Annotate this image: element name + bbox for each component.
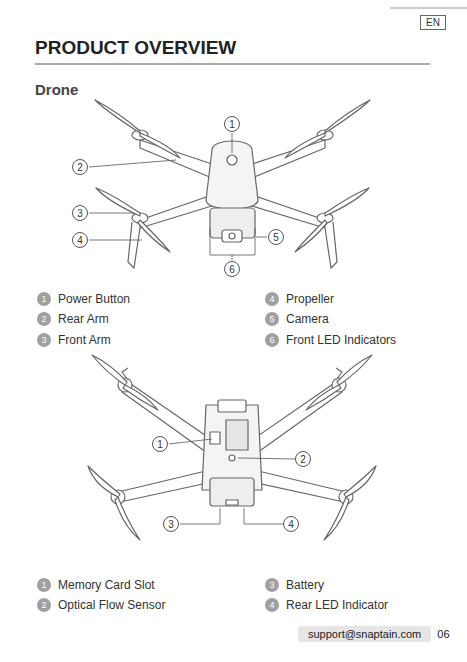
node-text: 1 [41,294,46,304]
list-bullet: 3 [37,333,51,347]
callout-number: 1 [224,116,240,132]
node-text: 6 [269,335,274,345]
section-heading: Drone [35,81,78,98]
node-text: 4 [269,294,274,304]
callout-number: 5 [268,229,284,245]
node-text: 2 [77,162,83,173]
list-bullet: 4 [265,598,279,612]
callout-number: 2 [295,451,311,467]
node-text: 3 [41,335,46,345]
node-text: EN [426,17,440,28]
part-name: Front Arm [58,333,111,347]
callout-number: 4 [283,516,299,532]
list-bullet: 2 [37,598,51,612]
list-bullet: 1 [37,578,51,592]
callout-number: 6 [224,261,240,277]
callout-number: 3 [163,516,179,532]
callout-number: 1 [152,436,168,452]
part-name: Power Button [58,292,130,306]
node-text: 5 [269,314,274,324]
node-text: 1 [157,439,163,450]
list-bullet: 6 [265,333,279,347]
node-text: 2 [300,454,306,465]
node-text: 5 [273,232,279,243]
node-text: 2 [41,314,46,324]
part-name: Memory Card Slot [58,578,155,592]
list-bullet: 2 [37,312,51,326]
node-text: 4 [77,235,83,246]
callout-number: 3 [72,205,88,221]
list-bullet: 3 [265,578,279,592]
part-name: Battery [286,578,324,592]
callout-number: 4 [72,232,88,248]
node-text: 1 [41,580,46,590]
part-name: 06 [437,628,449,640]
list-bullet: 4 [265,292,279,306]
node-text: 4 [288,519,294,530]
page-title: PRODUCT OVERVIEW [35,37,236,59]
node-text: 2 [41,600,46,610]
list-bullet: 5 [265,312,279,326]
node-text: 3 [77,208,83,219]
node-text: 4 [269,600,274,610]
node-text: 3 [269,580,274,590]
part-name: Rear LED Indicator [286,598,388,612]
part-name: Propeller [286,292,334,306]
part-name: Camera [286,312,329,326]
node-text: 6 [229,264,235,275]
node-text: 1 [229,119,235,130]
contact-bar: support@snaptain.com [298,626,431,642]
part-name: Optical Flow Sensor [58,598,165,612]
part-name: Front LED Indicators [286,333,396,347]
list-bullet: 1 [37,292,51,306]
callout-number: 2 [72,159,88,175]
node-text: support@snaptain.com [308,628,421,640]
node-text: 3 [168,519,174,530]
language-tag: EN [420,15,446,30]
part-name: Rear Arm [58,312,109,326]
